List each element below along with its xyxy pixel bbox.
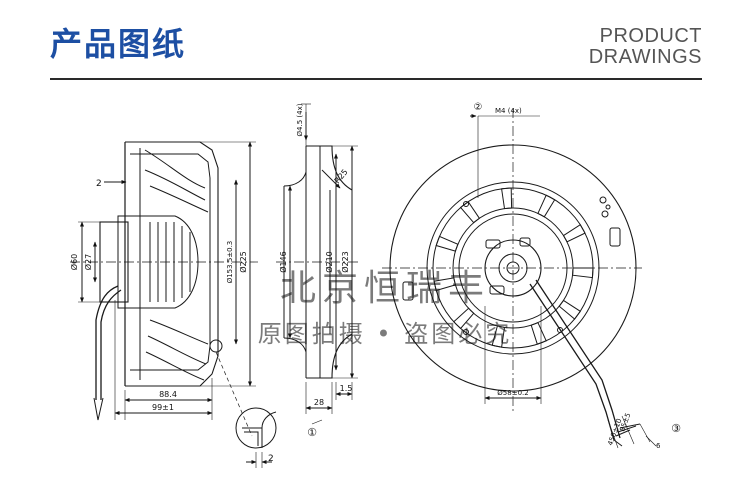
blade-strip (558, 299, 582, 320)
dim-left-d153: Ø153.5±0.3 (226, 241, 234, 284)
dim-left-2: 2 (96, 179, 102, 189)
fan-front-view (382, 108, 657, 449)
dim-mid-d146: Ø146 (278, 251, 288, 273)
dim-left-d60: Ø60 (69, 254, 79, 270)
dim-mid-d45: Ø4.5 (4x) (296, 103, 304, 136)
dim-mid-15: 1.5 (340, 384, 353, 393)
watermark-line-1: 北京恒瑞丰 (280, 268, 490, 309)
blade-strip (433, 277, 456, 292)
dim-right-m4: M4 (4x) (495, 107, 522, 115)
dim-mid-28: 28 (314, 398, 324, 407)
dim-right-6: 6 (656, 442, 661, 450)
subtitle-line-1: PRODUCT (599, 25, 702, 47)
page-header: 产品图纸 PRODUCT DRAWINGS (0, 0, 750, 90)
page-subtitle: PRODUCT DRAWINGS (589, 26, 702, 68)
header-divider (50, 78, 702, 80)
page-title: 产品图纸 (50, 25, 187, 63)
inlet-ring-section (276, 103, 360, 425)
blade-strip (453, 307, 475, 330)
dim-detail-2: 2 (268, 454, 274, 464)
dim-mid-d223: Ø223 (340, 251, 350, 273)
blade-strip (562, 223, 586, 243)
fan-side-view (70, 141, 258, 437)
detail-view (235, 407, 277, 468)
dim-right-d58: Ø58±0.2 (497, 389, 528, 397)
blade-strip (459, 200, 481, 224)
blade-strip (530, 321, 547, 345)
callout-3: ③ (671, 422, 681, 435)
callout-2: ② (474, 102, 483, 113)
blade-strip (491, 325, 506, 348)
subtitle-line-2: DRAWINGS (588, 46, 702, 68)
dim-mid-d210: Ø210 (324, 251, 334, 273)
blade-strip (572, 267, 594, 279)
dim-left-99: 99±1 (152, 403, 174, 412)
callout-1: ① (307, 426, 317, 439)
watermark-line-2: 原图拍摄 • 盗图必究 (258, 320, 512, 348)
blade-strip (501, 187, 513, 210)
blade-strip (537, 194, 556, 218)
blade-strip (435, 235, 459, 252)
dim-left-d225: Ø225 (238, 251, 248, 273)
watermark: 北京恒瑞丰 原图拍摄 • 盗图必究 (258, 268, 512, 348)
dim-left-d27: Ø27 (83, 254, 93, 270)
dim-left-88: 88.4 (159, 390, 177, 399)
